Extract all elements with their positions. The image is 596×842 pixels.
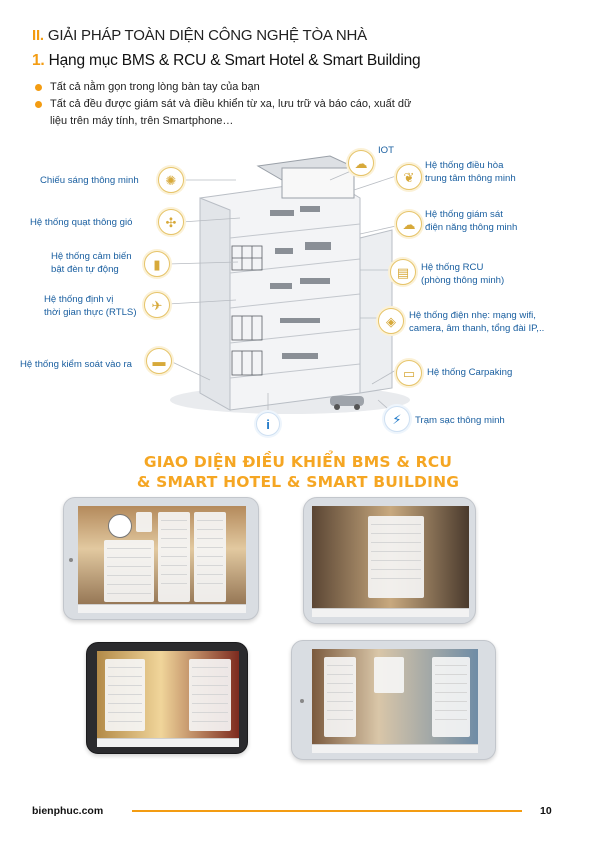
page-number: 10 [540,805,552,817]
section-title: II. GIẢI PHÁP TOÀN DIỆN CÔNG NGHỆ TÒA NH… [32,27,367,44]
cloud-monitor-icon: ☁ [396,211,422,237]
tablet-screen [78,506,246,613]
subsection-number: 1. [32,52,45,69]
date-tile [136,512,152,532]
tab-bar [312,608,469,617]
tab-bar [97,738,239,747]
tablet-screen [312,506,469,617]
charger-icon: ⚡ [384,406,410,432]
banner-line-2: & SMART HOTEL & SMART BUILDING [136,473,460,491]
label-rcu: Hệ thống RCU (phòng thông minh) [421,262,505,286]
shield-icon: ◈ [378,308,404,334]
banner-line-1: GIAO DIỆN ĐIỀU KHIỂN BMS & RCU [143,453,453,471]
clock-tile [374,657,404,693]
menu-panel [104,540,154,602]
clock-icon [108,514,132,538]
label-access: Hệ thống kiểm soát vào ra [20,359,132,370]
tablet-smart-building [291,640,496,760]
building-diagram: Chiếu sáng thông minh ✺ Hệ thống quạt th… [0,138,596,443]
card-icon: ▬ [146,348,172,374]
section-title-text: GIẢI PHÁP TOÀN DIỆN CÔNG NGHỆ TÒA NHÀ [47,27,367,44]
tab-bar [78,604,246,613]
section-number: II. [32,27,44,44]
leaf-icon: ❦ [396,164,422,190]
person-walking-icon: ✈ [144,292,170,318]
chart-icon: ▮ [144,251,170,277]
label-charging: Trạm sạc thông minh [415,415,505,426]
camera-dot [300,699,304,703]
menu-panel [324,657,356,737]
label-sensor: Hệ thống cảm biến bật đèn tự động [51,251,132,275]
label-ventilation: Hệ thống quạt thông gió [30,217,133,228]
tablet-bms-lobby [63,497,259,620]
device-panel [189,659,231,731]
subsection-title-text: Hạng mục BMS & RCU & Smart Hotel & Smart… [48,52,421,69]
bullet-item: Tất cả đều được giám sát và điều khiển t… [34,96,414,130]
bullet-list: Tất cả nằm gọn trong lòng bàn tay của bạ… [34,79,414,130]
label-rtls: Hệ thống định vị thời gian thực (RTLS) [44,294,137,318]
info-glyph: i [266,416,270,432]
subsection-title: 1. Hạng mục BMS & RCU & Smart Hotel & Sm… [32,52,421,70]
tablet-hotel-room [303,497,476,624]
label-hvac: Hệ thống điều hòa trung tâm thông minh [425,160,516,184]
tab-bar [312,744,478,753]
label-power: Hệ thống giám sát điện năng thông minh [425,209,518,233]
cloud-icon: ☁ [348,150,374,176]
info-icon: i [256,412,280,436]
tablet-screen [312,649,478,753]
camera-dot [69,558,73,562]
tablet-rcu-corridor [86,642,248,754]
menu-panel [105,659,145,731]
fan-icon: ✣ [158,209,184,235]
footer-divider [132,810,522,812]
car-icon: ▭ [396,360,422,386]
bulb-icon: ✺ [158,167,184,193]
label-lowvoltage: Hệ thống điện nhẹ: mạng wifi, camera, âm… [409,310,545,334]
building-illustration [167,155,410,417]
device-panel [158,512,190,602]
tablet-screen [97,651,239,747]
device-panel [432,657,470,737]
room-menu-panel [368,516,424,598]
label-lighting: Chiếu sáng thông minh [40,175,139,186]
bullet-item: Tất cả nằm gọn trong lòng bàn tay của bạ… [34,79,414,96]
panel-icon: ▤ [390,259,416,285]
footer-site: bienphuc.com [32,805,104,817]
label-parking: Hệ thống Carpaking [427,367,513,378]
label-iot: IOT [378,145,394,156]
device-panel [194,512,226,602]
